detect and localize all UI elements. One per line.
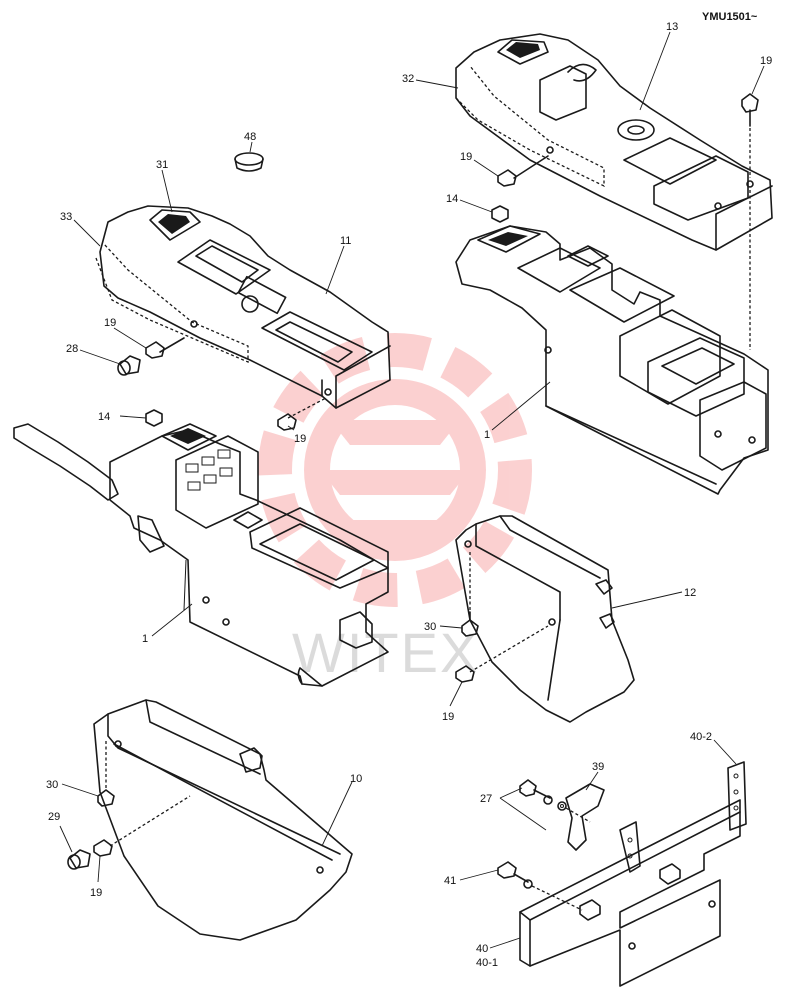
watermark-gear-icon: [258, 333, 532, 607]
screw-19-e: [455, 625, 549, 683]
callout-11: 11: [340, 235, 351, 247]
callout-12: 12: [684, 587, 696, 599]
knob-29: [67, 849, 91, 870]
callout-27: 27: [480, 793, 492, 805]
callout-40-1: 40-1: [476, 957, 498, 969]
callout-48: 48: [244, 131, 256, 143]
callout-10: 10: [350, 773, 362, 785]
side-panel-10: [93, 699, 353, 941]
console-base-1-left: [13, 423, 389, 687]
callout-19-e: 19: [442, 711, 454, 723]
callout-32: 32: [402, 73, 414, 85]
clip-39: [565, 783, 605, 851]
callout-40-2: 40-2: [690, 731, 712, 743]
leader-lines: [59, 31, 765, 949]
screw-19-d: [497, 155, 549, 187]
bolt-27: [519, 779, 591, 823]
console-cover-11: [95, 205, 391, 409]
callout-29: 29: [48, 811, 60, 823]
side-panel-12: [455, 515, 635, 723]
bracket-40: [519, 761, 747, 987]
diagram-code: YMU1501~: [702, 11, 758, 23]
callout-30-a: 30: [424, 621, 436, 633]
callout-19-a: 19: [104, 317, 116, 329]
screw-19-a: [145, 337, 185, 359]
callout-19-f: 19: [90, 887, 102, 899]
watermark: WITEX: [258, 333, 532, 684]
callout-1-a: 1: [142, 633, 148, 645]
callout-1-b: 1: [484, 429, 490, 441]
callout-19-b: 19: [294, 433, 306, 445]
callout-14-a: 14: [98, 411, 110, 423]
callout-33: 33: [60, 211, 72, 223]
console-cover-13: [455, 33, 773, 251]
callout-14-b: 14: [446, 193, 458, 205]
console-base-1-right: [455, 190, 769, 495]
screw-30-a: [461, 550, 479, 637]
screw-30-b: [97, 740, 115, 807]
callout-39: 39: [592, 761, 604, 773]
watermark-text: WITEX: [292, 621, 479, 684]
callout-28: 28: [66, 343, 78, 355]
nut-14-b: [491, 205, 509, 223]
callout-labels: 48 31 33 11 19 28 19 14 1 32 13 19 19 14…: [46, 21, 772, 969]
plug-48: [234, 152, 264, 172]
screw-19-b: [277, 397, 327, 431]
callout-13: 13: [666, 21, 678, 33]
callout-41: 41: [444, 875, 456, 887]
callout-19-d: 19: [460, 151, 472, 163]
callout-40: 40: [476, 943, 488, 955]
callout-30-b: 30: [46, 779, 58, 791]
screw-19-f: [93, 795, 191, 857]
callout-31: 31: [156, 159, 168, 171]
callout-19-c: 19: [760, 55, 772, 67]
bolt-41: [497, 861, 583, 911]
nut-14-a: [145, 409, 163, 427]
screw-19-c: [741, 93, 759, 178]
knob-28: [117, 355, 141, 376]
